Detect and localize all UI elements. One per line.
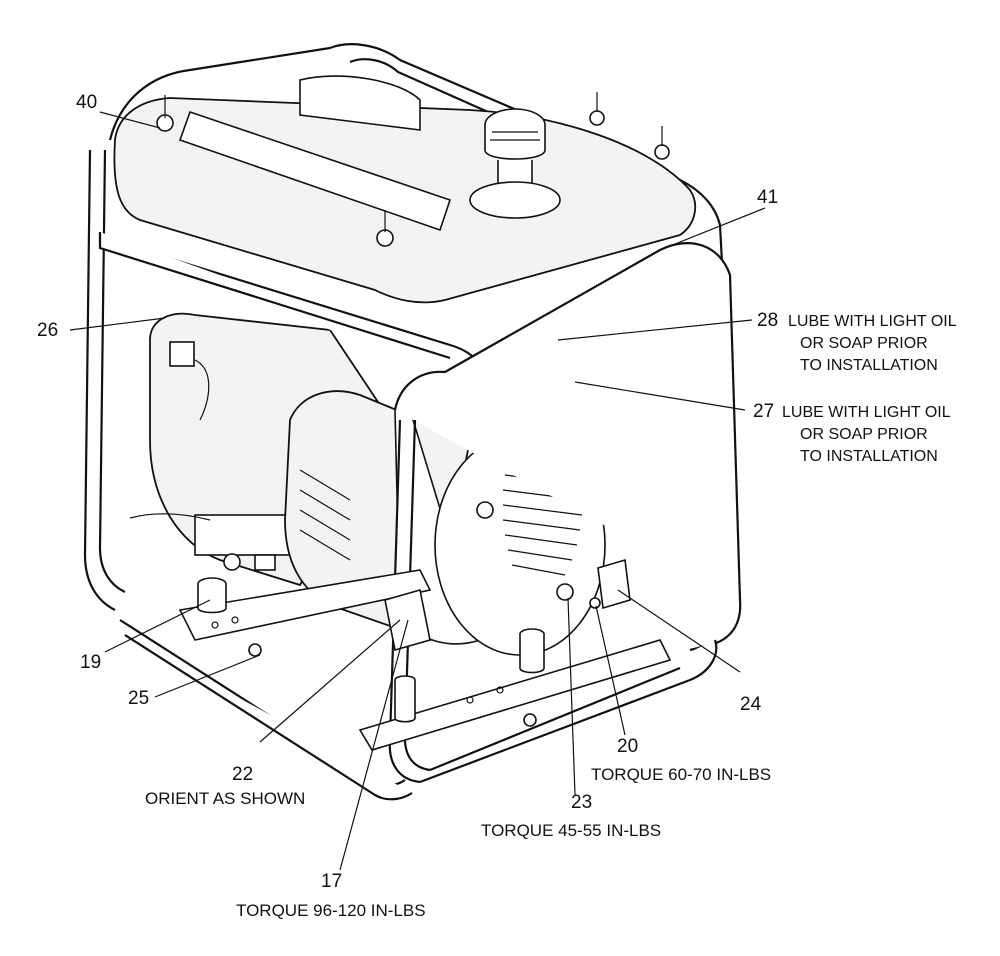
callout-labels: 40 41 26 28 LUBE WITH LIGHT OIL OR SOAP … (37, 92, 957, 920)
callout-27-note-3: TO INSTALLATION (800, 448, 938, 465)
callout-27-note-1: LUBE WITH LIGHT OIL (782, 404, 951, 421)
callout-28-note-3: TO INSTALLATION (800, 357, 938, 374)
callout-20-note: TORQUE 60-70 IN-LBS (591, 765, 771, 784)
callout-19-number: 19 (80, 652, 101, 673)
callout-17-number: 17 (321, 871, 342, 892)
base-rails (178, 569, 672, 751)
callout-23-number: 23 (571, 792, 592, 813)
callout-26-number: 26 (37, 320, 58, 341)
callout-20-number: 20 (617, 736, 638, 757)
callout-28-note-1: LUBE WITH LIGHT OIL (788, 313, 957, 330)
callout-23-note: TORQUE 45-55 IN-LBS (481, 821, 661, 840)
callout-41-number: 41 (757, 187, 778, 208)
callout-40-number: 40 (76, 92, 97, 113)
front-frame (98, 232, 742, 801)
leader-lines (69, 111, 766, 871)
callout-24-number: 24 (740, 694, 762, 715)
generator-illustration (69, 43, 766, 871)
callout-22-number: 22 (232, 764, 253, 785)
callout-25-number: 25 (128, 688, 149, 709)
callout-22-note: ORIENT AS SHOWN (145, 789, 305, 808)
callout-27-number: 27 (753, 401, 774, 422)
callout-28-number: 28 (757, 310, 778, 331)
callout-28-note-2: OR SOAP PRIOR (800, 335, 928, 352)
callout-17-note: TORQUE 96-120 IN-LBS (236, 901, 426, 920)
fuel-tank (113, 75, 697, 304)
callout-27-note-2: OR SOAP PRIOR (800, 426, 928, 443)
